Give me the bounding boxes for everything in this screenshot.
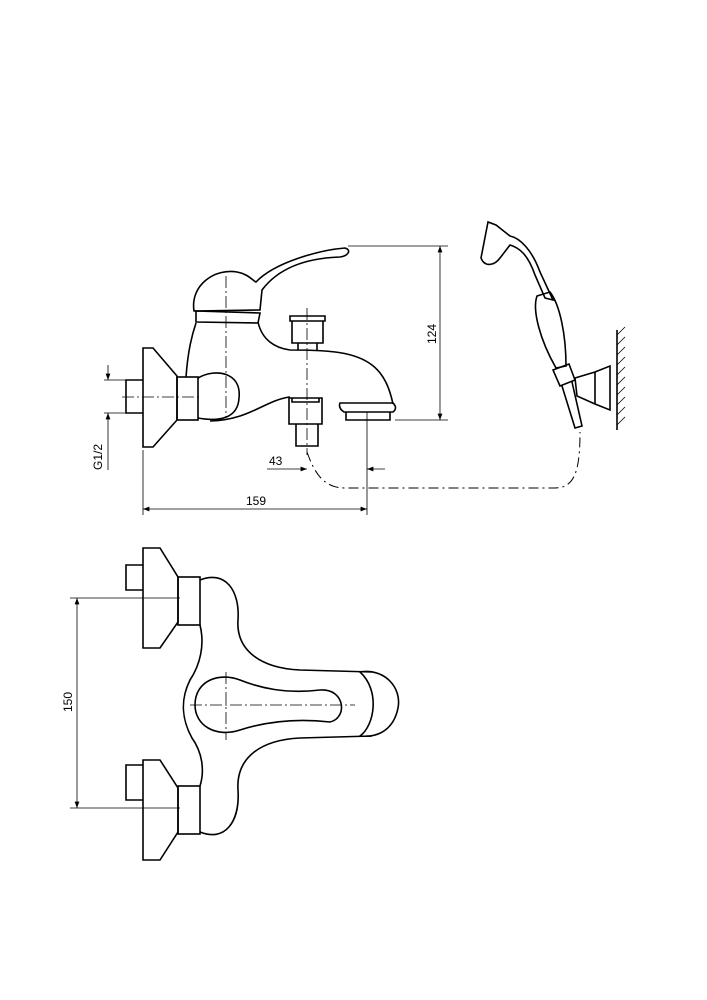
hose-connector [288, 397, 323, 447]
hex-nut [176, 376, 199, 421]
wall-flange [142, 347, 178, 448]
cartridge-dome [192, 247, 350, 312]
spout-end [357, 670, 400, 737]
diverter-knob [289, 315, 326, 350]
centerline [122, 276, 308, 455]
dimension-height-label: 124 [425, 324, 439, 344]
hex-nut-upper [177, 576, 201, 626]
side-view: 124 G1/2 43 159 [91, 220, 626, 515]
top-view: 150 [61, 547, 400, 861]
dimension-height: 124 [348, 245, 448, 421]
wall-flange-lower [142, 759, 179, 861]
pipe-stub [125, 379, 143, 414]
hex-nut-lower [177, 785, 201, 835]
body-outline [185, 321, 394, 422]
hose-path [306, 431, 581, 489]
dimension-length: 159 [143, 494, 367, 512]
wall-hatch [616, 326, 626, 426]
dimension-thread-label: G1/2 [91, 444, 105, 470]
spout-outlet [338, 402, 397, 421]
lever-top [194, 676, 343, 734]
dimension-offset: 43 [142, 412, 385, 515]
pipe-stub-upper [125, 564, 143, 591]
dimension-length-label: 159 [246, 494, 266, 508]
wall-bracket [574, 364, 611, 412]
body-ball [197, 372, 240, 421]
cartridge-collar [195, 310, 261, 324]
pipe-stub-lower [125, 764, 143, 801]
dimension-offset-label: 43 [269, 454, 283, 468]
dimension-spacing: 150 [61, 597, 180, 809]
hand-shower [480, 220, 626, 430]
dimension-spacing-label: 150 [61, 692, 75, 712]
dimension-thread: G1/2 [91, 365, 126, 470]
body-outline [182, 576, 373, 836]
centerline [190, 672, 355, 740]
